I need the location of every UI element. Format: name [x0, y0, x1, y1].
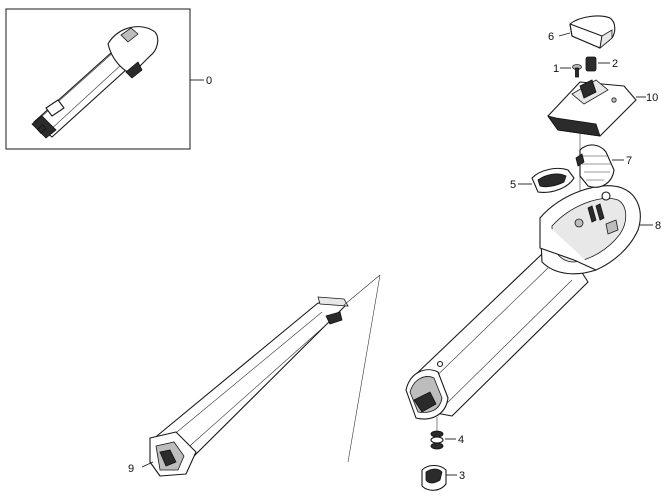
spring-bottom-icon [430, 430, 456, 450]
callout-0: 0 [206, 75, 212, 87]
callout-4: 4 [458, 434, 464, 446]
callout-2: 2 [612, 58, 618, 70]
switch-cover-icon [547, 79, 646, 137]
callout-3: 3 [459, 470, 465, 482]
callout-5: 5 [510, 179, 516, 191]
callout-1: 1 [553, 63, 559, 75]
spring-icon [585, 56, 610, 72]
handle-assembly-icon [31, 26, 159, 139]
callout-labels: 0 1 2 3 4 5 6 7 8 9 10 [128, 31, 661, 482]
extension-tube-icon [141, 296, 349, 477]
callout-9: 9 [128, 463, 134, 475]
handle-body-icon [405, 185, 653, 420]
callout-8: 8 [655, 220, 661, 232]
callout-10: 10 [646, 92, 658, 104]
callout-6: 6 [548, 31, 554, 43]
callout-7: 7 [626, 155, 632, 167]
assembly-inset [5, 8, 204, 150]
latch-button-icon [421, 464, 457, 491]
release-button-icon [518, 167, 575, 193]
screw-icon [560, 64, 582, 78]
wire-harness-icon [575, 144, 624, 188]
end-cap-icon [558, 15, 616, 49]
